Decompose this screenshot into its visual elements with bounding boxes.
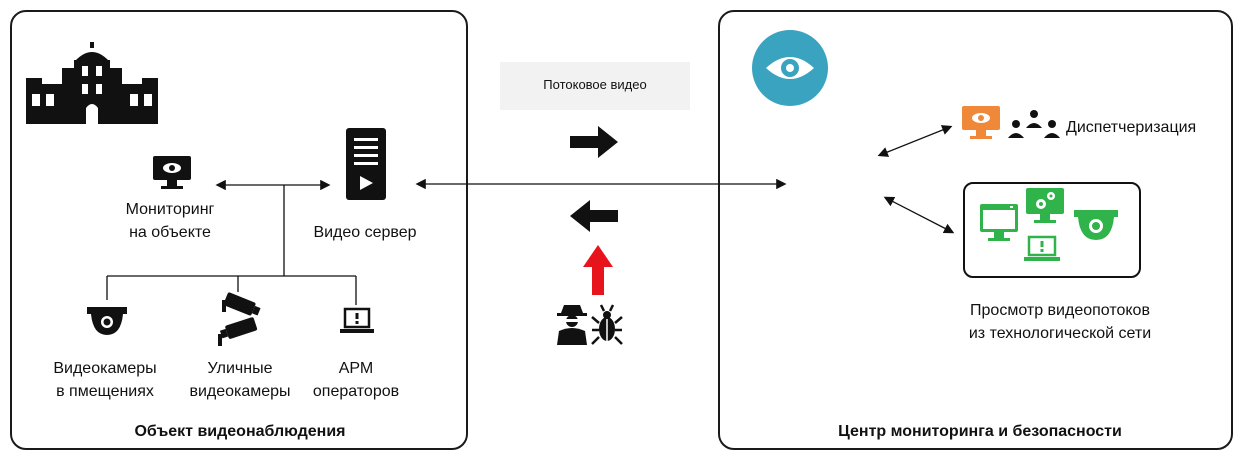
operators-icon	[1008, 110, 1060, 138]
street-cams-label-line2: видеокамеры	[189, 383, 291, 400]
center-panel	[718, 10, 1233, 450]
stream-label: Потоковое видео	[543, 77, 647, 92]
view-label-line2: из технологической сети	[968, 325, 1152, 342]
indoor-cams-label-line2: в пмещениях	[56, 383, 154, 400]
object-panel-title: Объект видеонаблюдения	[134, 423, 346, 440]
dome-camera-icon	[87, 307, 127, 335]
arm-label-line2: операторов	[312, 383, 400, 400]
object-panel	[10, 10, 468, 450]
street-camera-icon	[218, 292, 261, 346]
building-icon	[26, 42, 158, 124]
monitoring-label-line1: Мониторинг	[125, 201, 215, 218]
dispatch-monitor-icon	[962, 106, 1000, 139]
dispatch-label: Диспетчеризация	[1066, 119, 1197, 136]
arm-label-line1: АРМ	[338, 360, 374, 377]
server-icon	[346, 128, 386, 200]
gear-monitor-icon	[1026, 188, 1064, 223]
street-cams-label-line1: Уличные	[207, 360, 273, 377]
tech-laptop-icon	[1024, 235, 1060, 261]
tech-net-box	[963, 182, 1141, 278]
stream-in-arrow	[570, 200, 618, 232]
monitor-eye-icon	[153, 156, 191, 189]
threat-arrow	[583, 245, 613, 295]
monitoring-label-line2: на объекте	[129, 224, 211, 241]
center-panel-title: Центр мониторинга и безопасности	[838, 423, 1122, 440]
tech-dome-camera-icon	[1074, 210, 1118, 240]
eye-icon	[752, 30, 828, 106]
bug-icon	[591, 304, 623, 345]
server-label: Видео сервер	[313, 224, 417, 241]
tech-monitor-icon	[980, 204, 1018, 241]
indoor-cams-label-line1: Видеокамеры	[53, 360, 157, 377]
spy-icon	[557, 305, 587, 345]
stream-out-arrow	[570, 126, 618, 158]
laptop-icon	[340, 307, 374, 333]
stream-label-box: Потоковое видео	[500, 62, 690, 110]
view-label-line1: Просмотр видеопотоков	[970, 302, 1150, 319]
